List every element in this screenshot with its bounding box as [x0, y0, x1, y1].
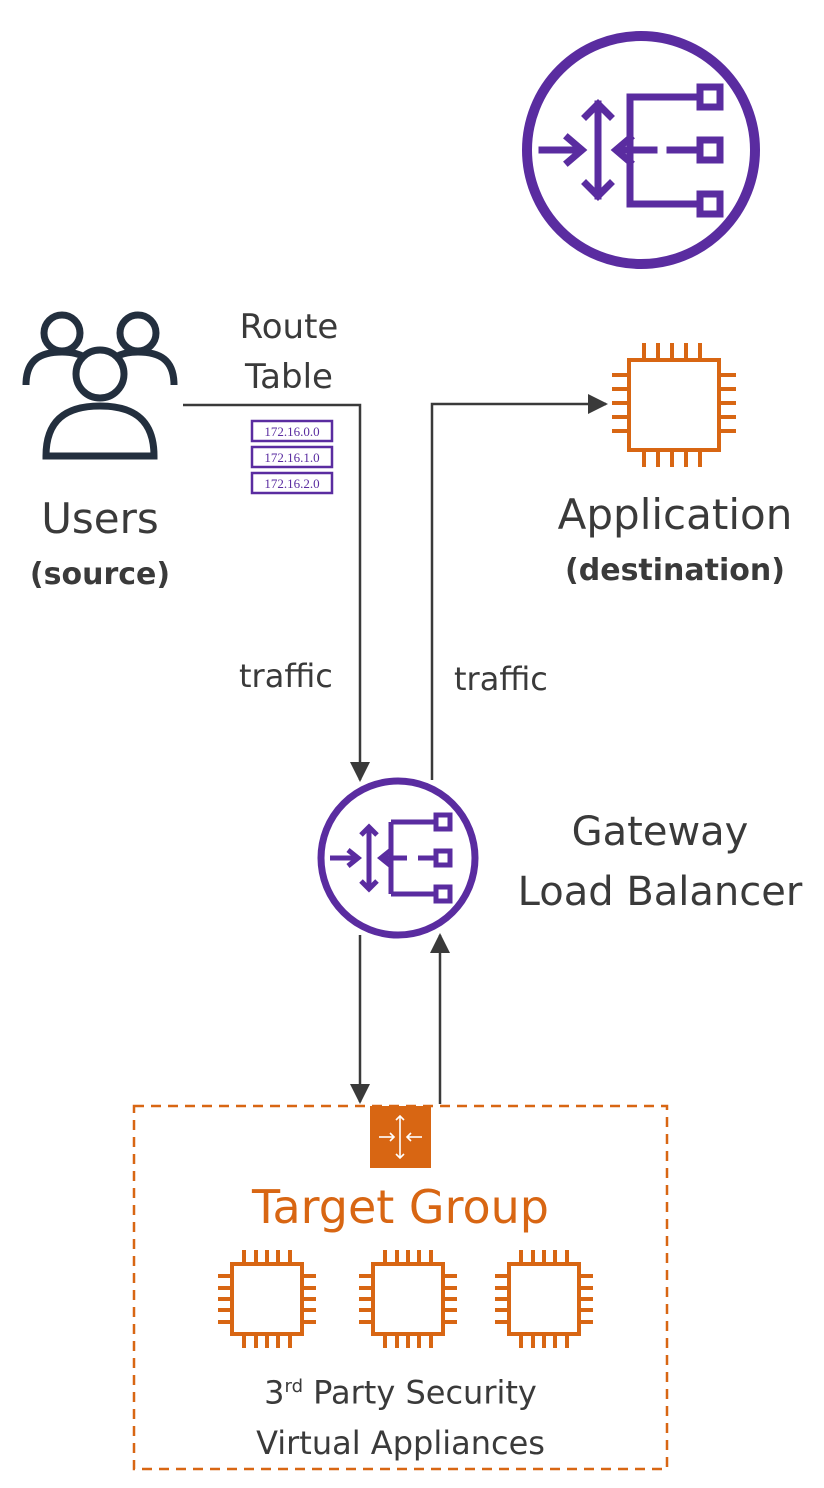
target-group-box: [132, 1104, 669, 1471]
users-label: Users: [41, 494, 159, 543]
gateway-load-balancer-label: Gateway Load Balancer: [500, 802, 820, 922]
appliance-chip-icon: [218, 1250, 316, 1348]
appliance-chip-icon: [359, 1250, 457, 1348]
route-table-label: Route Table: [214, 302, 364, 402]
elb-logo-icon: [522, 31, 760, 269]
appliance-chip-icon: [495, 1250, 593, 1348]
route-entry: 172.16.1.0: [264, 450, 319, 465]
route-table-icon: 172.16.0.0 172.16.1.0 172.16.2.0: [250, 419, 334, 495]
edge-users-to-glb: [183, 403, 370, 782]
route-table-label-line1: Route: [239, 307, 339, 347]
traffic-out-label: traffic: [454, 660, 548, 698]
application-chip-icon: [612, 343, 736, 467]
users-sublabel: (source): [29, 557, 171, 592]
gateway-load-balancer-icon: [317, 777, 479, 939]
route-table-label-line2: Table: [245, 357, 333, 397]
route-entry: 172.16.0.0: [264, 424, 319, 439]
gateway-label-line2: Load Balancer: [517, 869, 803, 915]
target-group-label: Target Group: [252, 1180, 549, 1234]
appliances-label-line2: Virtual Appliances: [256, 1423, 545, 1462]
application-sublabel: (destination): [565, 553, 785, 588]
edges: [183, 394, 608, 1104]
appliances-label: 3rd Party Security Virtual Appliances: [134, 1362, 667, 1468]
users-icon: [22, 311, 178, 460]
appliances-label-line1: 3rd Party Security: [134, 1362, 667, 1418]
route-entry: 172.16.2.0: [264, 476, 319, 491]
appliances-sup: rd: [284, 1376, 303, 1397]
appliances-suffix: Party Security: [303, 1373, 537, 1412]
application-label: Application: [557, 490, 793, 539]
traffic-in-label: traffic: [239, 657, 333, 695]
edge-glb-to-app: [430, 394, 608, 780]
appliances-prefix: 3: [264, 1373, 285, 1412]
target-group-icon: [370, 1106, 431, 1168]
gateway-label-line1: Gateway: [571, 809, 749, 855]
